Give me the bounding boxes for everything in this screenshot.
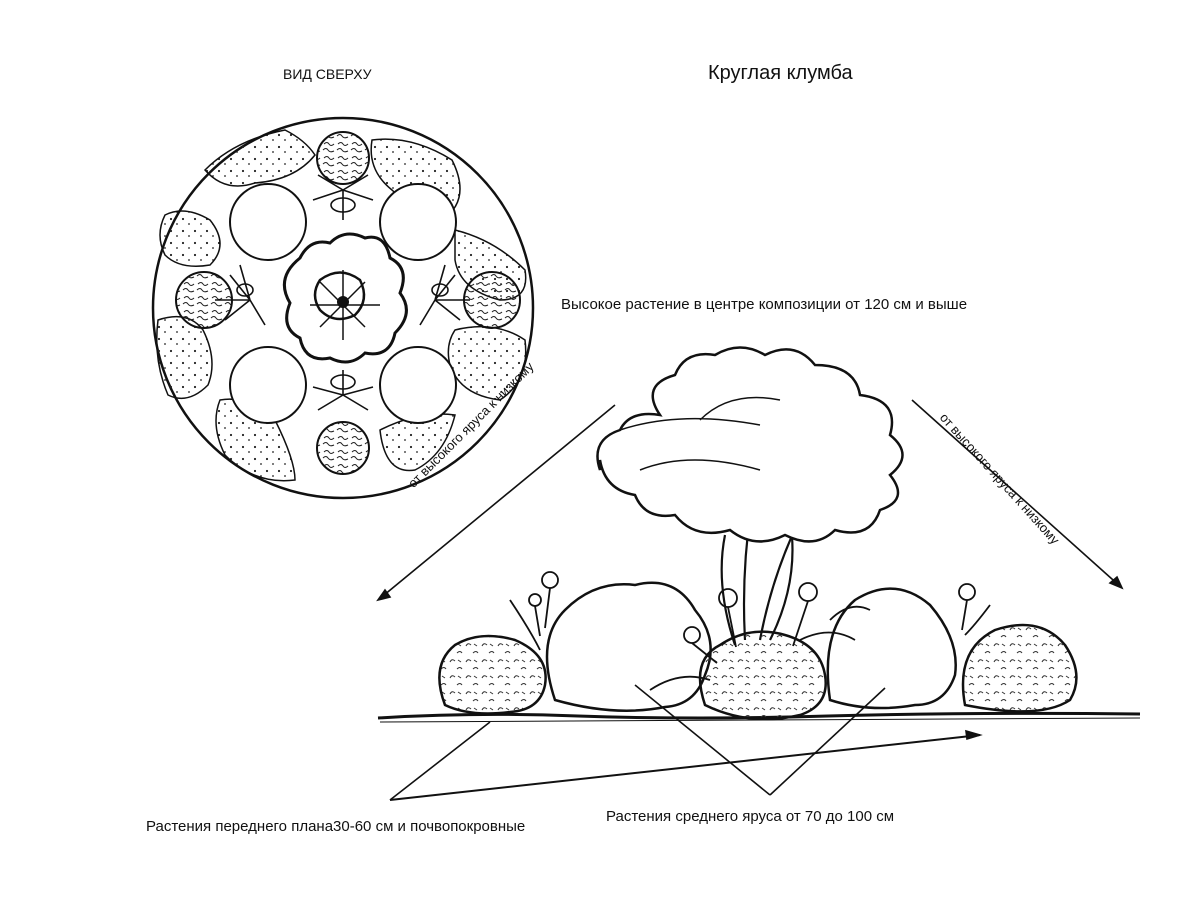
annotation-arrows [376, 399, 1124, 801]
top-view-plan [151, 116, 535, 500]
plan-circle-top-right [379, 183, 457, 261]
front-plants-annotation: Растения переднего плана30-60 см и почво… [146, 818, 526, 835]
middle-bush-right [826, 587, 957, 710]
diagram-title: Круглая клумба [708, 62, 853, 84]
plan-circle-bottom-right [379, 346, 457, 424]
plan-circle-bottom-left [229, 346, 307, 424]
side-flowers [509, 571, 991, 691]
plan-shrub-bottom [316, 421, 370, 475]
front-bush-right [961, 623, 1078, 713]
side-view [377, 346, 1141, 723]
top-view-label: ВИД СВЕРХУ [283, 66, 372, 82]
plan-leafy-plants [215, 174, 470, 411]
plan-circle-top-left [229, 183, 307, 261]
groundcover-patches [156, 129, 527, 482]
plan-shrub-top [316, 131, 370, 185]
plan-shrub-right [463, 271, 521, 329]
front-bush-left [438, 634, 547, 715]
tall-plant-annotation: Высокое растение в центре композиции от … [561, 296, 968, 313]
middle-plants-annotation: Растения среднего яруса от 70 до 100 см [606, 808, 895, 825]
flowerbed-outline [151, 116, 535, 500]
middle-ball-center [698, 630, 827, 721]
middle-bush-left [545, 581, 712, 712]
tall-plant-canopy [596, 346, 904, 543]
